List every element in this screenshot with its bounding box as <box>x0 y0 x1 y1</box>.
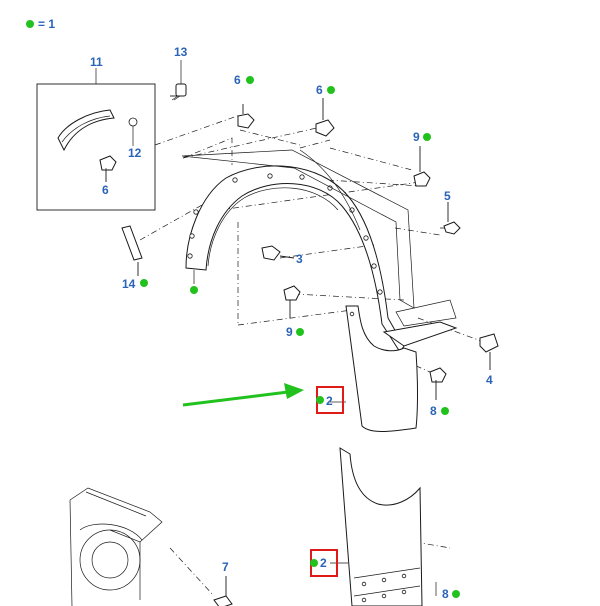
callout-6-inset: 6 <box>102 183 109 197</box>
detail-inset-11 <box>36 68 156 211</box>
fastener-3 <box>261 245 295 261</box>
fastener-5 <box>443 202 461 235</box>
dot-9b <box>296 328 304 336</box>
vehicle-outline <box>69 487 163 606</box>
callout-14: 14 <box>122 277 136 291</box>
callout-13: 13 <box>174 45 188 59</box>
callout-5: 5 <box>444 189 451 203</box>
dot-6b <box>327 86 335 94</box>
callout-7: 7 <box>222 560 229 574</box>
dot-8a <box>441 407 449 415</box>
callout-6-top-right: 6 <box>316 83 323 97</box>
legend-label: = 1 <box>38 17 55 31</box>
dot-2b <box>310 559 318 567</box>
fastener-8-middle <box>429 367 447 400</box>
seal-14 <box>121 225 143 276</box>
callout-6-top-left: 6 <box>234 73 241 87</box>
wheel-arch-flare <box>185 165 405 353</box>
dot-flare <box>190 286 198 294</box>
mounting-bracket <box>382 299 458 347</box>
fastener-13-bolt <box>170 83 187 101</box>
callout-3: 3 <box>296 252 303 266</box>
callout-11: 11 <box>90 55 103 69</box>
clip-4 <box>479 333 499 370</box>
callout-12: 12 <box>128 146 142 160</box>
fastener-6-top-right <box>315 98 335 137</box>
legend-dot <box>26 20 34 28</box>
dot-14 <box>140 279 148 287</box>
callout-2-lower: 2 <box>320 556 327 570</box>
fastener-9-middle <box>283 285 301 318</box>
callout-8-middle: 8 <box>430 404 437 418</box>
leader-lines <box>105 60 437 596</box>
dot-2a <box>316 396 324 404</box>
callout-4: 4 <box>486 373 493 387</box>
dot-8b <box>452 590 460 598</box>
fastener-9-top <box>413 146 431 187</box>
dot-6a <box>246 76 254 84</box>
callout-9-top: 9 <box>413 130 420 144</box>
callout-2-upper: 2 <box>326 394 333 408</box>
callout-9-middle: 9 <box>286 325 293 339</box>
mud-flap-lower <box>339 447 423 606</box>
arrow-icon <box>182 383 304 407</box>
fastener-6-top-left <box>237 104 255 129</box>
callout-8-lower: 8 <box>442 587 449 601</box>
mud-flap-upper <box>345 305 418 432</box>
inner-liner <box>181 149 415 309</box>
fastener-7 <box>213 576 233 606</box>
dot-9a <box>423 133 431 141</box>
